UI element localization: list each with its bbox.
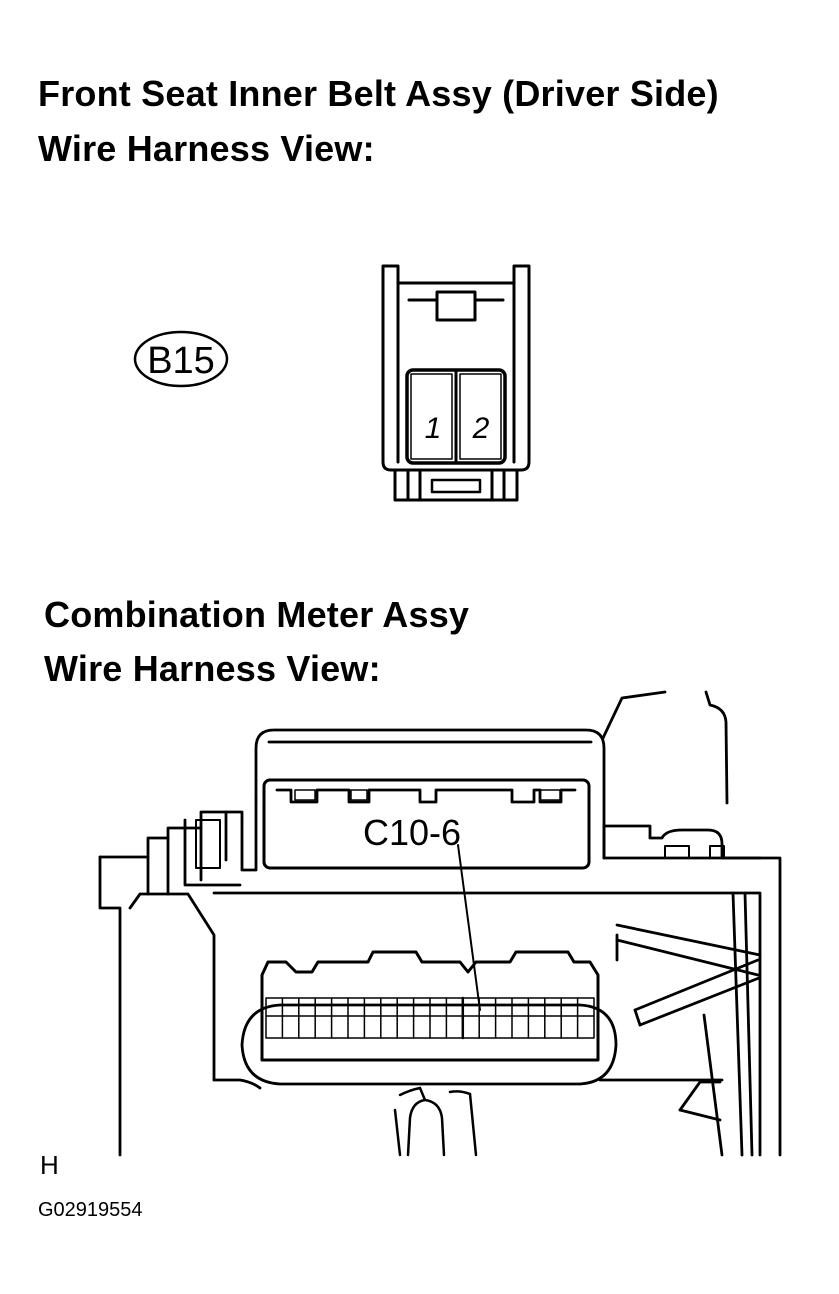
pin-2-label: 2	[472, 412, 490, 445]
section-subtitle-meter: Wire Harness View:	[44, 648, 381, 689]
terminal-label-c10-6: C10-6	[363, 812, 461, 853]
connector-b15-label-group: B15	[133, 330, 229, 388]
section-title-belt: Front Seat Inner Belt Assy (Driver Side)	[38, 73, 719, 114]
section-subtitle-belt: Wire Harness View:	[38, 128, 375, 169]
section-title-meter: Combination Meter Assy	[44, 594, 470, 635]
connector-code-oval	[133, 330, 229, 388]
pin-1-label: 1	[425, 412, 442, 445]
wire-bundle	[393, 1086, 478, 1157]
meter-connector-pin-grid	[265, 996, 595, 1040]
connector-code-b15: B15	[147, 340, 215, 382]
view-mark: H	[40, 1150, 59, 1180]
figure-code: G02919554	[38, 1199, 143, 1221]
connector-b15-drawing	[381, 264, 531, 502]
terminal-leader-line	[457, 844, 481, 1011]
combination-meter-housing	[98, 690, 782, 1157]
